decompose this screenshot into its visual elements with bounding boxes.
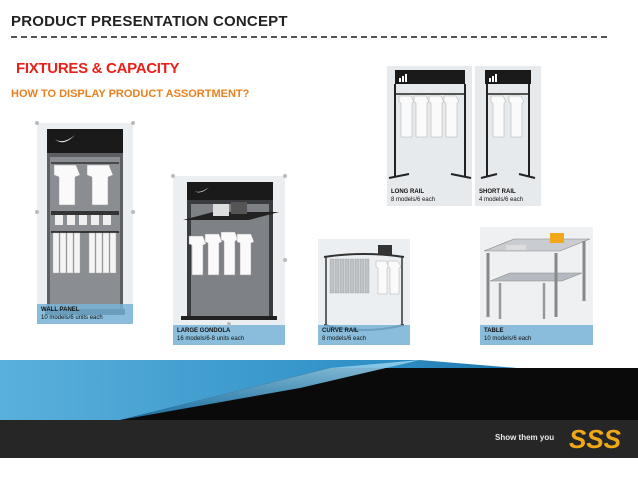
fixture-name: TABLE bbox=[484, 328, 504, 334]
wall-panel-caption: WALL PANEL 10 models/6 units each bbox=[37, 304, 133, 324]
slide-question: HOW TO DISPLAY PRODUCT ASSORTMENT? bbox=[11, 88, 250, 100]
large-gondola-caption: LARGE GONDOLA 16 models/6-8 units each bbox=[173, 325, 285, 345]
fixture-capacity: 8 models/6 each bbox=[322, 336, 367, 342]
fixture-name: LONG RAIL bbox=[391, 189, 424, 195]
fixture-capacity: 10 models/6 units each bbox=[41, 315, 103, 321]
long-rail-caption: LONG RAIL 8 models/6 each bbox=[391, 188, 435, 204]
selection-handle bbox=[171, 174, 175, 178]
fixture-short-rail[interactable]: SHORT RAIL 4 models/6 each bbox=[475, 66, 541, 206]
fixture-capacity: 10 models/6 each bbox=[484, 336, 532, 342]
short-rail-caption: SHORT RAIL 4 models/6 each bbox=[479, 188, 523, 204]
fixture-name: LARGE GONDOLA bbox=[177, 328, 231, 334]
fixture-capacity: 4 models/6 each bbox=[479, 197, 524, 203]
fixture-name: SHORT RAIL bbox=[479, 189, 516, 195]
adidas-logo-icon bbox=[399, 74, 407, 82]
fixture-wall-panel[interactable]: WALL PANEL 10 models/6 units each bbox=[37, 123, 133, 324]
short-rail-illustration bbox=[475, 66, 541, 206]
fixture-capacity: 16 models/6-8 units each bbox=[177, 336, 245, 342]
fixture-name: CURVE RAIL bbox=[322, 328, 359, 334]
logo-text: SSS bbox=[569, 424, 622, 454]
large-gondola-illustration bbox=[173, 176, 285, 345]
fixture-curve-rail[interactable]: CURVE RAIL 8 models/6 each bbox=[318, 239, 410, 345]
selection-handle bbox=[283, 174, 287, 178]
long-rail-illustration bbox=[387, 66, 472, 206]
selection-handle bbox=[35, 210, 39, 214]
selection-handle bbox=[283, 258, 287, 262]
table-caption: TABLE 10 models/6 each bbox=[480, 325, 593, 345]
fixture-large-gondola[interactable]: LARGE GONDOLA 16 models/6-8 units each bbox=[173, 176, 285, 345]
fixture-long-rail[interactable]: LONG RAIL 8 models/6 each bbox=[387, 66, 472, 206]
slide-subtitle: FIXTURES & CAPACITY bbox=[16, 60, 180, 77]
title-divider bbox=[11, 36, 607, 38]
adidas-logo-icon bbox=[489, 74, 497, 82]
sss-logo-icon: SSS bbox=[569, 424, 622, 454]
wall-panel-illustration bbox=[37, 123, 133, 324]
fixture-table[interactable]: TABLE 10 models/6 each bbox=[480, 227, 593, 345]
selection-handle bbox=[131, 121, 135, 125]
fixture-name: WALL PANEL bbox=[41, 307, 80, 313]
footer-bar bbox=[0, 420, 638, 458]
curve-rail-caption: CURVE RAIL 8 models/6 each bbox=[318, 325, 410, 345]
selection-handle bbox=[35, 121, 39, 125]
decorative-wave-band bbox=[0, 360, 638, 420]
slide-title: PRODUCT PRESENTATION CONCEPT bbox=[11, 13, 288, 30]
selection-handle bbox=[131, 210, 135, 214]
selection-handle bbox=[227, 322, 231, 326]
footer-tagline: Show them you bbox=[495, 433, 555, 442]
nike-swoosh-icon bbox=[193, 187, 209, 193]
fixture-capacity: 8 models/6 each bbox=[391, 197, 436, 203]
